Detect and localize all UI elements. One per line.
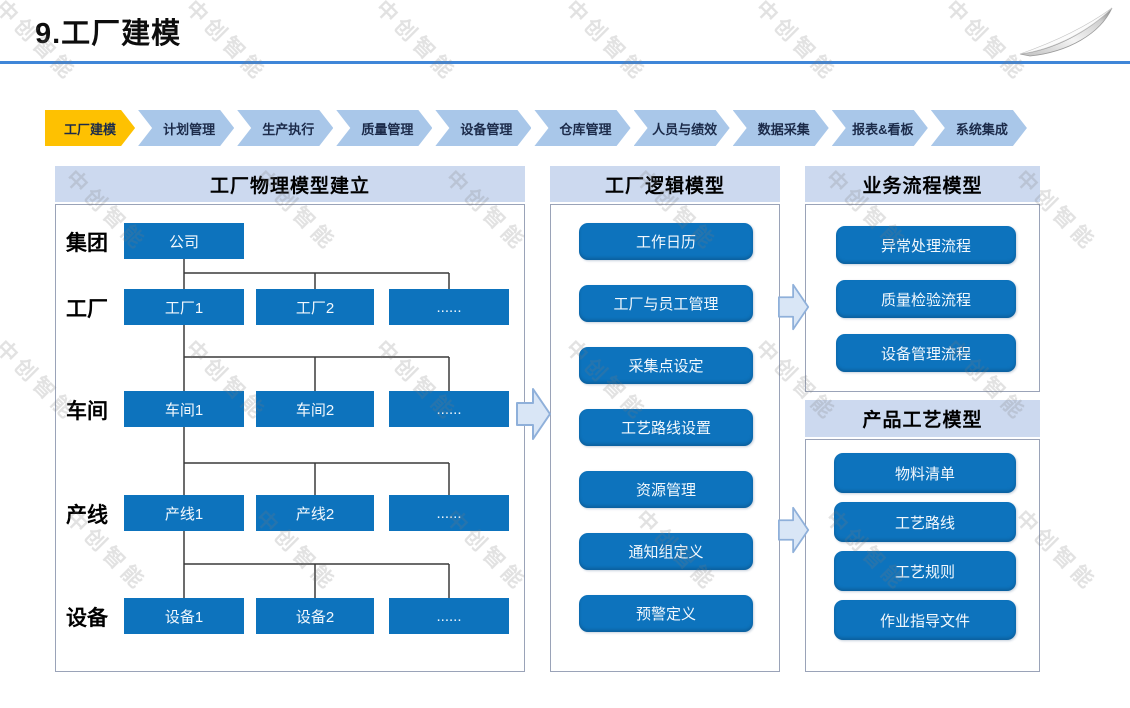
process-model-panel: 业务流程模型 异常处理流程 质量检验流程 设备管理流程 (805, 166, 1040, 392)
physical-to-logical-arrow-icon (516, 388, 551, 440)
box-company: 公司 (124, 223, 244, 259)
box-line-1: 产线1 (124, 495, 244, 531)
craft-model-panel: 产品工艺模型 物料清单 工艺路线 工艺规则 作业指导文件 (805, 400, 1040, 672)
tab-plan-management: 计划管理 (138, 110, 234, 146)
tab-system-integration: 系统集成 (931, 110, 1027, 146)
physical-model-panel: 工厂物理模型建立 集团 工厂 车间 产线 设备 公司 工厂1 工厂2 .....… (55, 166, 525, 672)
item-work-instruction: 作业指导文件 (834, 600, 1016, 640)
box-device-more: ...... (389, 598, 509, 634)
row-label-factory: 工厂 (66, 298, 108, 321)
item-notification-group-definition: 通知组定义 (579, 533, 753, 570)
page-title: 9.工厂建模 (35, 18, 182, 50)
page-curl-icon (1019, 7, 1113, 57)
row-label-group: 集团 (66, 232, 108, 255)
logical-to-process-arrow-icon (778, 283, 810, 331)
item-exception-handling-flow: 异常处理流程 (836, 226, 1016, 264)
item-process-route-setting: 工艺路线设置 (579, 409, 753, 446)
item-alert-definition: 预警定义 (579, 595, 753, 632)
box-workshop-more: ...... (389, 391, 509, 427)
item-work-calendar: 工作日历 (579, 223, 753, 260)
process-model-title: 业务流程模型 (805, 166, 1040, 202)
logical-model-body: 工作日历 工厂与员工管理 采集点设定 工艺路线设置 资源管理 通知组定义 预警定… (550, 204, 780, 672)
tab-production-execution: 生产执行 (237, 110, 333, 146)
item-quality-inspection-flow: 质量检验流程 (836, 280, 1016, 318)
row-label-workshop: 车间 (66, 400, 108, 423)
watermark-text: 中创智能 (371, 0, 461, 86)
watermark-text: 中创智能 (561, 0, 651, 86)
box-line-2: 产线2 (256, 495, 374, 531)
craft-model-body: 物料清单 工艺路线 工艺规则 作业指导文件 (805, 439, 1040, 672)
item-process-rule: 工艺规则 (834, 551, 1016, 591)
box-factory-more: ...... (389, 289, 509, 325)
logical-model-panel: 工厂逻辑模型 工作日历 工厂与员工管理 采集点设定 工艺路线设置 资源管理 通知… (550, 166, 780, 672)
process-model-body: 异常处理流程 质量检验流程 设备管理流程 (805, 204, 1040, 392)
title-underline (0, 61, 1130, 64)
box-workshop-1: 车间1 (124, 391, 244, 427)
tab-report-dashboard: 报表&看板 (832, 110, 928, 146)
box-workshop-2: 车间2 (256, 391, 374, 427)
tab-warehouse-management: 仓库管理 (534, 110, 630, 146)
box-factory-2: 工厂2 (256, 289, 374, 325)
item-resource-management: 资源管理 (579, 471, 753, 508)
logical-model-title: 工厂逻辑模型 (550, 166, 780, 202)
row-label-line: 产线 (66, 504, 108, 527)
org-chart-connectors (183, 259, 450, 598)
box-device-2: 设备2 (256, 598, 374, 634)
physical-model-body: 集团 工厂 车间 产线 设备 公司 工厂1 工厂2 ...... 车间1 车间2… (55, 204, 525, 672)
tab-factory-modeling: 工厂建模 (45, 110, 135, 146)
box-factory-1: 工厂1 (124, 289, 244, 325)
item-factory-staff-management: 工厂与员工管理 (579, 285, 753, 322)
physical-model-title: 工厂物理模型建立 (55, 166, 525, 202)
tab-equipment-management: 设备管理 (435, 110, 531, 146)
tab-data-collection: 数据采集 (733, 110, 829, 146)
item-process-route: 工艺路线 (834, 502, 1016, 542)
row-label-device: 设备 (66, 607, 108, 630)
watermark-text: 中创智能 (181, 0, 271, 86)
box-device-1: 设备1 (124, 598, 244, 634)
craft-model-title: 产品工艺模型 (805, 400, 1040, 437)
tab-quality-management: 质量管理 (336, 110, 432, 146)
item-equipment-management-flow: 设备管理流程 (836, 334, 1016, 372)
item-bom: 物料清单 (834, 453, 1016, 493)
watermark-text: 中创智能 (751, 0, 841, 86)
process-tabs: 工厂建模 计划管理 生产执行 质量管理 设备管理 仓库管理 人员与绩效 数据采集… (45, 110, 1027, 146)
box-line-more: ...... (389, 495, 509, 531)
tab-personnel-performance: 人员与绩效 (634, 110, 730, 146)
item-collection-point-setting: 采集点设定 (579, 347, 753, 384)
logical-to-craft-arrow-icon (778, 506, 810, 554)
